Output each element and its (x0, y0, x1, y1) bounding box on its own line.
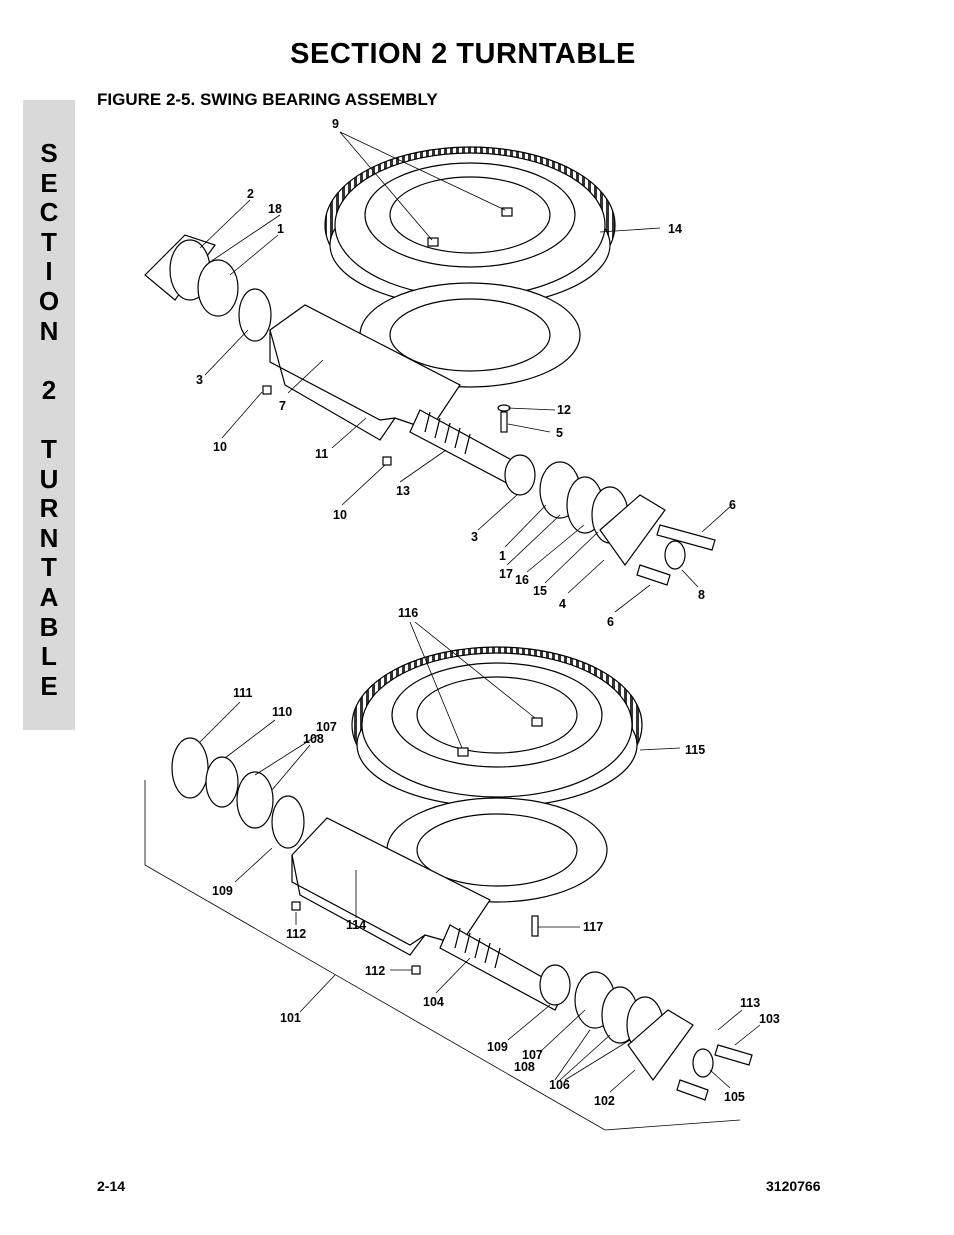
callout-113: 113 (740, 996, 760, 1010)
callout-15: 15 (533, 584, 547, 598)
side-tab-letter: N (39, 315, 59, 346)
worm-shaft-104 (439, 924, 566, 1011)
callout-114: 114 (346, 918, 366, 932)
pin-5 (500, 411, 508, 433)
side-tab-letter: O (38, 286, 60, 316)
callout-111: 111 (233, 686, 253, 700)
pin-117 (531, 915, 539, 937)
callout-107: 107 (316, 720, 337, 734)
callout-9: 9 (332, 117, 339, 131)
side-tab-letter: A (39, 582, 59, 612)
lower-leader-lines (199, 621, 761, 1093)
fitting-10b (382, 456, 392, 466)
lower-assembly (171, 646, 753, 1101)
upper-leader-lines (199, 131, 733, 613)
lower-ring (359, 282, 581, 388)
side-tab-letter: U (39, 463, 59, 494)
right-bearing-stack-lower (539, 964, 714, 1082)
callout-16: 16 (515, 573, 529, 587)
callout-109: 109 (212, 884, 233, 898)
swing-bearing-gear-115 (351, 646, 643, 808)
fitting-112b (411, 965, 421, 975)
callout-107b: 107 (522, 1048, 543, 1062)
callout-10b: 10 (333, 508, 347, 522)
side-tab-letter: T (41, 434, 57, 464)
swing-bearing-gear-14 (324, 146, 616, 308)
side-tab-letter: 2 (41, 374, 57, 405)
side-tab-letter: B (39, 611, 59, 642)
callout-5: 5 (556, 426, 563, 440)
cap-screws-103 (676, 1044, 753, 1101)
callout-6b: 6 (607, 615, 614, 629)
grease-fitting-116b (531, 717, 543, 727)
figure-caption: FIGURE 2-5. SWING BEARING ASSEMBLY (97, 90, 438, 109)
callout-7: 7 (279, 399, 286, 413)
callout-1b: 1 (499, 549, 506, 563)
side-tab-letter: T (41, 226, 57, 257)
side-tab-letter: I (45, 256, 53, 287)
callout-2: 2 (247, 187, 254, 201)
cap-screws-6 (636, 524, 716, 586)
callout-17: 17 (499, 567, 513, 581)
callout-108: 108 (303, 732, 324, 746)
side-tab-letter: E (40, 670, 58, 701)
callout-108b: 108 (514, 1060, 535, 1074)
callout-109b: 109 (487, 1040, 508, 1054)
callout-112b: 112 (365, 964, 385, 978)
callout-110: 110 (272, 705, 292, 719)
document-number: 3120766 (766, 1178, 821, 1194)
callout-103: 103 (759, 1012, 780, 1026)
callout-102: 102 (594, 1094, 615, 1108)
housing-frame-outline (144, 780, 741, 1131)
lower-callouts: 116 111 110 107 108 115 109 112 114 117 … (212, 606, 780, 1108)
grease-fitting-116 (457, 747, 469, 757)
right-bearing-stack (504, 454, 686, 570)
callout-116: 116 (398, 606, 418, 620)
side-tab-letter: S (40, 138, 58, 168)
callout-8: 8 (698, 588, 705, 602)
side-tab-letter: R (39, 493, 59, 524)
callout-106: 106 (549, 1078, 570, 1092)
callout-18: 18 (268, 202, 282, 216)
callout-101: 101 (280, 1011, 301, 1025)
side-tab-letter: C (39, 197, 59, 228)
callout-3b: 3 (471, 530, 478, 544)
page-number: 2-14 (97, 1178, 126, 1194)
callout-12: 12 (557, 403, 571, 417)
side-tab-letter: T (41, 552, 57, 583)
side-tab-letter: L (41, 641, 57, 672)
callout-105: 105 (724, 1090, 745, 1104)
side-tab-letter: N (39, 522, 59, 553)
grease-fitting-9b (501, 207, 513, 217)
fitting-10 (262, 385, 272, 395)
callout-11: 11 (315, 447, 328, 461)
callout-6: 6 (729, 498, 736, 512)
worm-housing-11 (269, 304, 461, 441)
callout-3: 3 (196, 373, 203, 387)
left-bearing-stack (144, 234, 272, 342)
callout-13: 13 (396, 484, 410, 498)
callout-10: 10 (213, 440, 227, 454)
callout-104: 104 (423, 995, 444, 1009)
side-tab-letter: E (40, 167, 58, 198)
callout-117: 117 (583, 920, 603, 934)
callout-112: 112 (286, 927, 306, 941)
left-bearing-stack-lower (171, 737, 305, 849)
fitting-112 (291, 901, 301, 911)
callout-115: 115 (685, 743, 705, 757)
section-title: SECTION 2 TURNTABLE (290, 38, 636, 70)
upper-assembly (144, 146, 716, 586)
callout-1: 1 (277, 222, 284, 236)
callout-14: 14 (668, 222, 682, 236)
callout-4: 4 (559, 597, 566, 611)
upper-callouts: 9 2 18 1 14 3 7 10 11 12 5 13 10 3 1 17 … (196, 117, 736, 629)
worm-housing-101 (291, 817, 491, 956)
grease-fitting-9 (427, 237, 439, 247)
